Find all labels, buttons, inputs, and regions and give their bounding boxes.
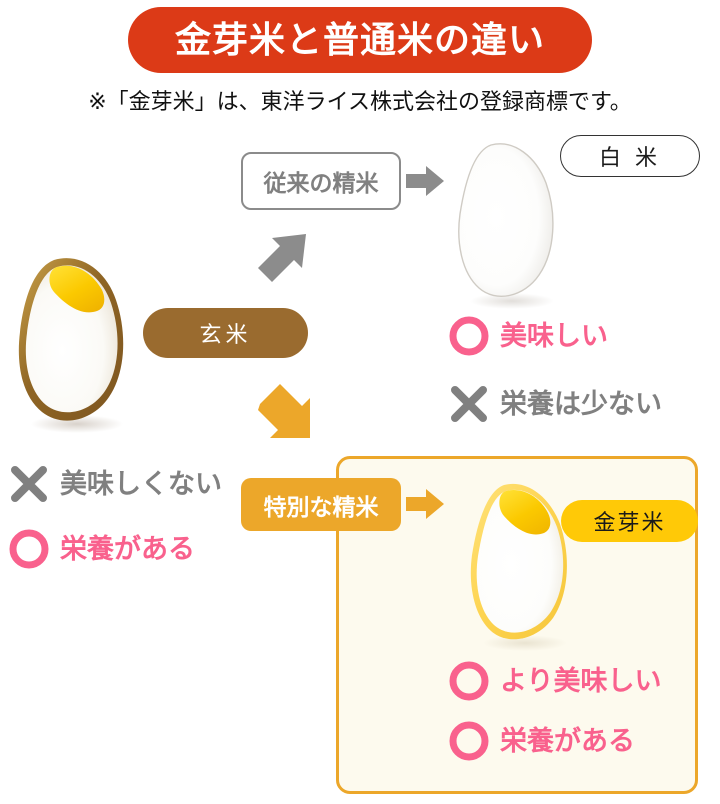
attribute-hakumai-taste-label: 美味しい [500,320,608,351]
attribute-genmai-nutrition-label: 栄養がある [60,533,195,564]
trademark-note: ※「金芽米」は、東洋ライス株式会社の登録商標です。 [88,89,632,114]
attribute-kinmemai-nutrition-label: 栄養がある [500,725,635,756]
arrow-right-orange-icon [406,489,444,519]
kinmemai-rice-grain-icon [470,483,567,651]
page-title-banner: 金芽米と普通米の違い [128,7,592,73]
attribute-genmai-taste: 美味しくない [8,463,222,505]
white-rice-grain-icon [458,143,554,309]
cross-mark-icon [451,386,487,422]
arrow-right-gray-icon [406,166,444,196]
process-box-special-milling-label: 特別な精米 [263,493,379,520]
attribute-genmai-nutrition: 栄養がある [8,528,195,570]
attribute-hakumai-nutrition-label: 栄養は少ない [500,388,662,419]
circle-mark-icon [449,316,489,356]
label-kinmemai-text: 金芽米 [593,510,666,535]
arrow-down-right-orange-icon [258,384,310,438]
process-box-conventional-milling-label: 従来の精米 [263,170,379,196]
attribute-kinmemai-taste: より美味しい [448,660,661,702]
circle-mark-icon [9,529,49,569]
attribute-hakumai-taste: 美味しい [448,315,608,357]
circle-mark-icon [449,661,489,701]
attribute-genmai-taste-label: 美味しくない [60,468,222,499]
page-title: 金芽米と普通米の違い [174,19,545,60]
process-box-special-milling[interactable]: 特別な精米 [241,478,401,531]
brown-rice-grain-icon [18,258,124,433]
label-genmai: 玄米 [143,308,308,358]
process-box-conventional-milling[interactable]: 従来の精米 [241,152,401,210]
label-hakumai: 白 米 [560,135,700,177]
arrow-up-right-gray-icon [258,234,306,282]
label-kinmemai: 金芽米 [561,500,698,542]
label-genmai-text: 玄米 [199,322,252,347]
cross-mark-icon [11,466,47,502]
attribute-kinmemai-nutrition: 栄養がある [448,720,635,762]
circle-mark-icon [449,721,489,761]
attribute-kinmemai-taste-label: より美味しい [500,665,662,696]
attribute-hakumai-nutrition: 栄養は少ない [448,383,662,425]
label-hakumai-text: 白 米 [598,145,662,170]
